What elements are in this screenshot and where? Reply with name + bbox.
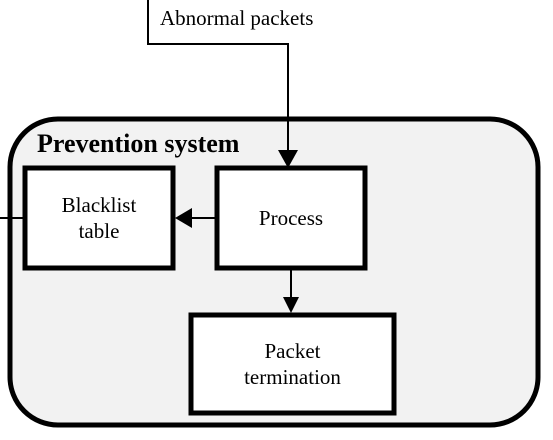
packet-termination-label-line1: Packet (264, 339, 321, 363)
packet-termination-label-line2: termination (244, 365, 341, 389)
packet-termination-box (188, 312, 397, 416)
blacklist-table-label-line2: table (78, 219, 120, 243)
blacklist-table-label-line1: Blacklist (61, 193, 137, 217)
input-connector (147, 0, 289, 150)
process-label: Process (217, 168, 365, 268)
process-to-termination-arrowhead (283, 297, 299, 313)
process-to-blacklist-arrowhead (175, 208, 192, 228)
packet-termination-label: Packet termination (191, 315, 394, 413)
process-label-text: Process (258, 206, 324, 230)
system-title: Prevention system (37, 129, 240, 158)
input-label: Abnormal packets (160, 6, 314, 30)
blacklist-table-label: Blacklist table (25, 168, 173, 268)
input-arrowhead (278, 150, 298, 168)
blacklist-table-box (22, 165, 176, 271)
